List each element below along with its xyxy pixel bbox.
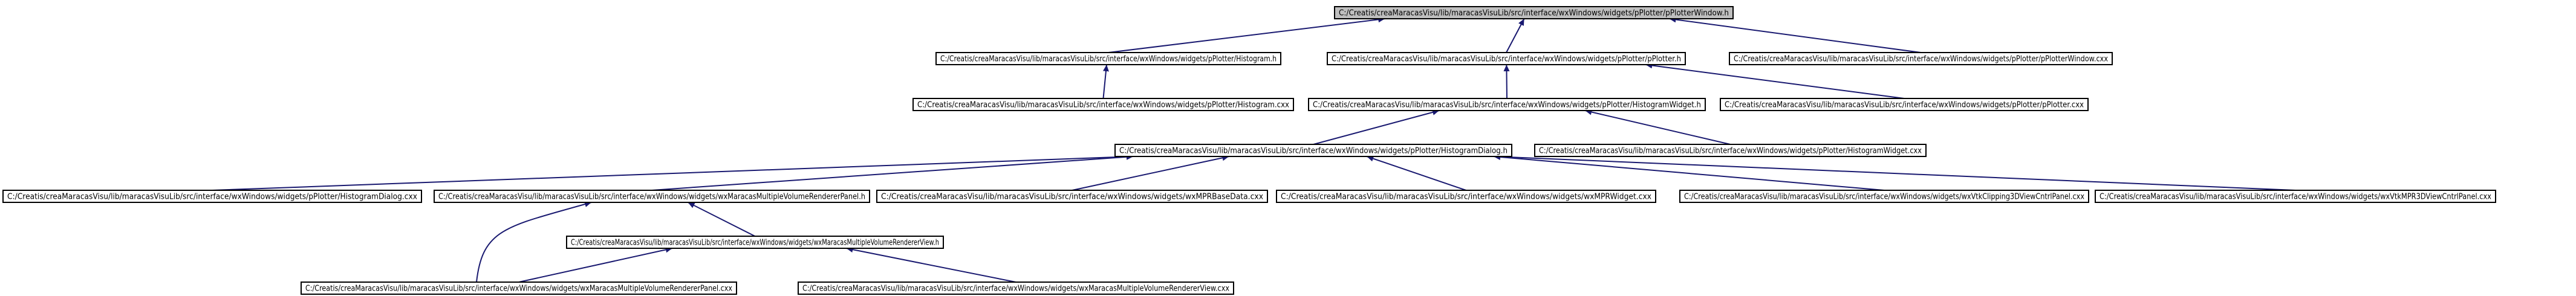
edge-n2-to-n6 — [1645, 62, 1905, 99]
graph-node[interactable]: C:/Creatis/creaMaracasVisu/lib/maracasVi… — [1308, 98, 1706, 111]
graph-node[interactable]: C:/Creatis/creaMaracasVisu/lib/maracasVi… — [2095, 190, 2496, 203]
graph-node[interactable]: C:/Creatis/creaMaracasVisu/lib/maracasVi… — [566, 236, 944, 249]
graph-node[interactable]: C:/Creatis/creaMaracasVisu/lib/maracasVi… — [1534, 144, 1927, 157]
node-box[interactable] — [935, 52, 1281, 65]
node-box[interactable] — [2095, 190, 2496, 203]
edge-n15-to-n16 — [518, 246, 673, 283]
edge-n7-to-n13 — [1493, 153, 1885, 191]
node-box[interactable] — [1679, 190, 2089, 203]
graph-node[interactable]: C:/Creatis/creaMaracasVisu/lib/maracasVi… — [1334, 6, 1734, 19]
edge-n2-to-n5 — [1503, 64, 1510, 99]
node-box[interactable] — [1720, 98, 2089, 111]
edge-n0-to-n2 — [1506, 18, 1525, 53]
node-label: C:/Creatis/creaMaracasVisu/lib/maracasVi… — [1539, 147, 1922, 156]
graph-node[interactable]: C:/Creatis/creaMaracasVisu/lib/maracasVi… — [1114, 144, 1512, 157]
graph-node[interactable]: C:/Creatis/creaMaracasVisu/lib/maracasVi… — [1327, 52, 1686, 65]
node-label: C:/Creatis/creaMaracasVisu/lib/maracasVi… — [438, 193, 865, 202]
graph-node[interactable]: C:/Creatis/creaMaracasVisu/lib/maracasVi… — [876, 190, 1268, 203]
graph-node[interactable]: C:/Creatis/creaMaracasVisu/lib/maracasVi… — [935, 52, 1281, 65]
edge-n7-to-n11 — [1072, 155, 1229, 191]
graph-node[interactable]: C:/Creatis/creaMaracasVisu/lib/maracasVi… — [301, 282, 737, 295]
node-label: C:/Creatis/creaMaracasVisu/lib/maracasVi… — [2100, 193, 2491, 202]
edge-n5-to-n8 — [1585, 109, 1731, 145]
graph-node[interactable]: C:/Creatis/creaMaracasVisu/lib/maracasVi… — [912, 98, 1294, 111]
nodes-layer: C:/Creatis/creaMaracasVisu/lib/maracasVi… — [2, 6, 2496, 295]
node-box[interactable] — [1327, 52, 1686, 65]
node-box[interactable] — [1534, 144, 1927, 157]
graph-node[interactable]: C:/Creatis/creaMaracasVisu/lib/maracasVi… — [434, 190, 870, 203]
edge-n0-to-n1 — [1108, 16, 1385, 53]
node-box[interactable] — [798, 282, 1234, 295]
node-box[interactable] — [2, 190, 422, 203]
node-box[interactable] — [434, 190, 870, 203]
node-label: C:/Creatis/creaMaracasVisu/lib/maracasVi… — [1734, 55, 2108, 64]
node-label: C:/Creatis/creaMaracasVisu/lib/maracasVi… — [1332, 55, 1681, 64]
node-box[interactable] — [301, 282, 737, 295]
root-node-box[interactable] — [1334, 6, 1734, 19]
node-label: C:/Creatis/creaMaracasVisu/lib/maracasVi… — [917, 101, 1289, 110]
node-label: C:/Creatis/creaMaracasVisu/lib/maracasVi… — [802, 285, 1229, 294]
edge-n15-to-n17 — [846, 246, 1016, 283]
node-label: C:/Creatis/creaMaracasVisu/lib/maracasVi… — [1281, 193, 1651, 202]
node-label: C:/Creatis/creaMaracasVisu/lib/maracasVi… — [571, 239, 939, 248]
edge-n10-to-n15 — [688, 202, 755, 237]
node-box[interactable] — [876, 190, 1268, 203]
node-label: C:/Creatis/creaMaracasVisu/lib/maracasVi… — [7, 193, 417, 202]
node-label: C:/Creatis/creaMaracasVisu/lib/maracasVi… — [1725, 101, 2084, 110]
node-box[interactable] — [1114, 144, 1512, 157]
edge-n0-to-n3 — [1669, 16, 1921, 53]
edge-n7-to-n12 — [1367, 155, 1466, 191]
node-box[interactable] — [566, 236, 944, 249]
graph-node[interactable]: C:/Creatis/creaMaracasVisu/lib/maracasVi… — [1729, 52, 2113, 65]
node-label: C:/Creatis/creaMaracasVisu/lib/maracasVi… — [305, 285, 732, 294]
edge-n7-to-n14 — [1493, 153, 2296, 191]
node-box[interactable] — [912, 98, 1294, 111]
edge-n5-to-n7 — [1313, 109, 1440, 145]
node-label: C:/Creatis/creaMaracasVisu/lib/maracasVi… — [940, 55, 1277, 64]
node-box[interactable] — [1276, 190, 1656, 203]
graph-node[interactable]: C:/Creatis/creaMaracasVisu/lib/maracasVi… — [2, 190, 422, 203]
edge-n1-to-n4 — [1102, 64, 1109, 99]
node-label: C:/Creatis/creaMaracasVisu/lib/maracasVi… — [1339, 9, 1729, 18]
graph-node[interactable]: C:/Creatis/creaMaracasVisu/lib/maracasVi… — [1720, 98, 2089, 111]
node-label: C:/Creatis/creaMaracasVisu/lib/maracasVi… — [1119, 147, 1508, 156]
node-label: C:/Creatis/creaMaracasVisu/lib/maracasVi… — [1684, 193, 2084, 202]
graph-node[interactable]: C:/Creatis/creaMaracasVisu/lib/maracasVi… — [1276, 190, 1656, 203]
node-box[interactable] — [1308, 98, 1706, 111]
edge-n7-to-n10 — [651, 153, 1134, 191]
graph-node[interactable]: C:/Creatis/creaMaracasVisu/lib/maracasVi… — [798, 282, 1234, 295]
node-box[interactable] — [1729, 52, 2113, 65]
node-label: C:/Creatis/creaMaracasVisu/lib/maracasVi… — [881, 193, 1263, 202]
edges-layer — [212, 16, 2296, 283]
node-label: C:/Creatis/creaMaracasVisu/lib/maracasVi… — [1313, 101, 1701, 110]
graph-node[interactable]: C:/Creatis/creaMaracasVisu/lib/maracasVi… — [1679, 190, 2089, 203]
edge-n10-to-n16 — [476, 201, 592, 283]
edge-n7-to-n9 — [212, 153, 1134, 191]
